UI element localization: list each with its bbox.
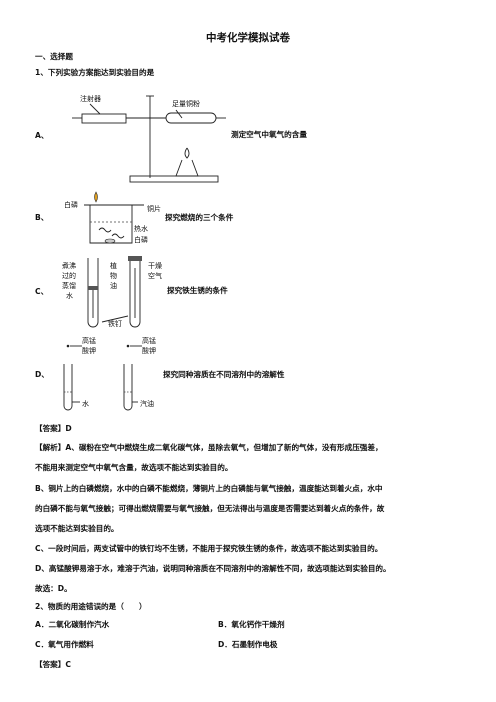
analysis-text: A、碳粉在空气中燃烧生成二氧化碳气体，虽除去氧气，但增加了新的气体，没有形成压强…: [65, 443, 383, 452]
option-text: 石墨制作电极: [231, 640, 278, 649]
fig-c-m1: 植: [110, 261, 117, 270]
fig-a-copper-label: 足量铜粉: [172, 99, 200, 108]
q1-analysis-label: 【解析】: [35, 443, 66, 452]
q1-answer-label: 【答案】: [35, 424, 66, 433]
fig-c-m3: 油: [110, 281, 117, 290]
option-d-label: D、: [35, 370, 49, 379]
option-text: 氧化钙作干燥剂: [231, 620, 285, 629]
q1-analysis-line-6: C、一段时间后，两支试管中的铁钉均不生锈，不能用于探究铁生锈的条件，故选项不能达…: [35, 544, 383, 553]
q1-analysis-line-1: 【解析】A、碳粉在空气中燃烧生成二氧化碳气体，虽除去氧气，但增加了新的气体，没有…: [35, 443, 383, 453]
q1-analysis-line-2: 不能用来测定空气中氧气含量，故选项不能达到实验目的。: [35, 463, 233, 472]
q2-option-d: D．石墨制作电极: [218, 640, 277, 650]
option-a-label: A、: [35, 131, 49, 140]
option-text: 二氧化碳制作汽水: [48, 620, 110, 629]
q1-analysis-line-3: B、铜片上的白磷燃烧，水中的白磷不能燃烧，薄铜片上的白磷能与氧气接触，温度能达到…: [35, 484, 383, 493]
q1-answer-line: 【答案】D: [35, 424, 72, 434]
fig-b-copper-label: 铜片: [147, 204, 161, 213]
option-label: B．: [218, 620, 232, 629]
apparatus-a-figure: 注射器 足量铜粉: [72, 94, 226, 183]
fig-c-l4: 水: [66, 291, 73, 300]
fig-d-water: 水: [82, 399, 89, 408]
option-c-text: 探究铁生锈的条件: [167, 286, 228, 295]
fig-b-hot-water-label: 热水: [134, 224, 148, 233]
q2-option-b: B．氧化钙作干燥剂: [218, 620, 285, 630]
option-d-text: 探究同种溶质在不同溶剂中的溶解性: [163, 370, 285, 379]
fig-d-k2a: 高锰: [142, 336, 156, 345]
fig-c-nail-label: 铁钉: [108, 319, 122, 328]
fig-c-r1: 干燥: [148, 261, 162, 270]
fig-d-gasoline: 汽油: [140, 399, 154, 408]
q2-answer-value: C: [65, 660, 71, 669]
q2-answer-line: 【答案】C: [35, 660, 71, 670]
q2-option-a: A．二氧化碳制作汽水: [35, 620, 109, 630]
fig-c-r2: 空气: [148, 271, 162, 280]
apparatus-b-figure: 白磷 铜片 热水 白磷: [64, 191, 161, 244]
fig-d-k1a: 高锰: [82, 336, 96, 345]
option-label: C．: [35, 640, 49, 649]
q1-analysis-line-8: 故选：D。: [35, 584, 72, 593]
fig-d-k1b: 酸钾: [82, 346, 96, 355]
q1-analysis-line-5: 选项不能达到实验目的。: [35, 524, 119, 533]
fig-b-white-p-label: 白磷: [64, 200, 78, 209]
q1-analysis-line-7: D、高锰酸钾易溶于水，难溶于汽油，说明同种溶质在不同溶剂中的溶解性不同，故选项能…: [35, 564, 391, 573]
option-c-label: C、: [35, 287, 49, 296]
q1-analysis-line-4: 的白磷不能与氧气接触；可得出燃烧需要与氧气接触，但无法得出与温度是否需要达到着火…: [35, 504, 385, 513]
q1-answer-value: D: [65, 424, 72, 433]
apparatus-c-figure: 煮沸 过的 蒸馏 水 植 物 油 干燥 空气 铁钉: [62, 256, 162, 328]
option-b-label: B、: [35, 213, 49, 222]
question-2-stem: 2、物质的用途错误的是（ ）: [35, 602, 147, 611]
q2-answer-label: 【答案】: [35, 660, 66, 669]
fig-c-l3: 蒸馏: [62, 281, 76, 290]
page-title: 中考化学模拟试卷: [206, 32, 290, 44]
fig-c-l2: 过的: [62, 271, 76, 280]
fig-c-m2: 物: [110, 271, 117, 280]
fig-c-l1: 煮沸: [62, 261, 76, 270]
apparatus-d-figure: 高锰 酸钾 高锰 酸钾 水 汽油: [63, 336, 156, 411]
option-label: A．: [35, 620, 49, 629]
option-a-text: 测定空气中氧气的含量: [231, 130, 307, 139]
question-1-stem: 1、下列实验方案能达到实验目的是: [35, 68, 155, 77]
fig-a-syringe-label: 注射器: [80, 94, 101, 103]
q2-option-c: C．氧气用作燃料: [35, 640, 94, 650]
fig-b-white-p2-label: 白磷: [134, 235, 148, 244]
option-label: D．: [218, 640, 232, 649]
option-text: 氧气用作燃料: [48, 640, 94, 649]
option-b-text: 探究燃烧的三个条件: [165, 213, 234, 222]
section-heading: 一、选择题: [35, 52, 73, 61]
fig-d-k2b: 酸钾: [142, 346, 156, 355]
